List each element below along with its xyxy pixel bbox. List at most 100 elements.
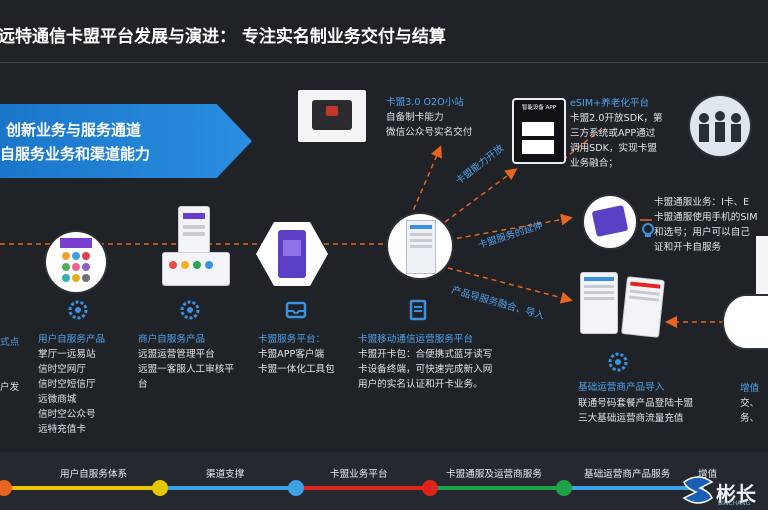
o2o-title: 卡盟3.0 O2O小站 [386, 97, 464, 108]
link-service-item: 卡盟通服业务：I卡、E [654, 197, 750, 208]
service-platform-item: 卡盟一体化工具包 [258, 364, 335, 375]
merchant-service-item: 远盟一客服人工审核平 [138, 364, 234, 375]
basic-ops-screens [580, 272, 666, 338]
timeline-label: 基础运营商产品服务 [584, 469, 671, 480]
basic-ops-list: 联通号码套餐产品登陆卡盟 三大基础运营商流量充值 [578, 396, 693, 426]
service-platform-list: 卡盟APP客户端 卡盟一体化工具包 [258, 347, 335, 377]
timeline-segment [564, 486, 704, 490]
esim-item: 业务融合； [570, 158, 618, 169]
user-service-item: 掌厅一远易站 [38, 349, 96, 360]
device-label: 智能设备 APP [521, 105, 557, 111]
phone-mockup [621, 276, 665, 338]
arrow-to-o2o [409, 145, 442, 219]
link-service-list: 卡盟通服业务：I卡、E 卡盟通服使用手机的SIM 和选号；用户可以自己 证和开卡… [654, 195, 758, 255]
timeline-segment [296, 486, 430, 490]
left-stub-label: 式点 [0, 337, 20, 348]
mobile-ops-list: 卡盟开卡包：合便携式蓝牙读写 卡设备终端，可快速完成新入网 用户的实名认证和开卡… [358, 347, 492, 392]
user-service-circle [46, 232, 106, 292]
timeline-segment [430, 486, 564, 490]
brand-logo-sub: BINCHANG [718, 500, 751, 507]
app-grid-icon [60, 238, 92, 282]
o2o-item: 自备制卡能力 [386, 112, 444, 123]
users-photo-circle [690, 96, 750, 156]
timeline-segment [0, 486, 160, 490]
lightbulb-icon [642, 223, 654, 237]
right-stub-circle [724, 296, 768, 348]
esim-item: 调用SDK，实现卡盟 [570, 143, 657, 154]
right-edge-image [756, 236, 768, 296]
user-service-item: 信时空网厅 [38, 364, 86, 375]
timeline-dot [0, 480, 12, 496]
gear-icon [608, 352, 628, 372]
line-device-esim [562, 129, 601, 161]
right-stub-title: 增值 [740, 383, 760, 394]
mobile-ops-item: 卡盟开卡包：合便携式蓝牙读写 [358, 349, 493, 360]
merchant-service-item: 台 [138, 379, 148, 390]
banner-line2: 自服务业务和渠道能力 [0, 145, 151, 163]
merchant-devices-image [160, 206, 230, 286]
arrow-to-basic-ops [447, 267, 573, 304]
timeline-dot [422, 480, 438, 496]
title-divider [0, 62, 768, 63]
esim-item: 三方系统或APP通过 [570, 128, 656, 139]
mobile-ops-circle [388, 214, 452, 278]
arrow-to-link-service [447, 213, 573, 241]
merchant-service-item: 远盟运营管理平台 [138, 349, 215, 360]
link-service-circle [584, 196, 636, 248]
banner-line1: 创新业务与服务通道 [6, 121, 142, 139]
link-service-item: 和选号；用户可以自己 [654, 227, 750, 238]
timeline-label: 卡盟业务平台 [330, 469, 388, 480]
service-platform-item: 卡盟APP客户端 [258, 349, 325, 360]
merchant-service-title: 商户自服务产品 [138, 334, 206, 345]
timeline-dot [152, 480, 168, 496]
arrow-to-device [444, 168, 518, 223]
user-service-item: 远特充值卡 [38, 424, 86, 435]
timeline-bar [0, 452, 768, 510]
people-icon [699, 111, 741, 142]
esim-item: 卡盟2.0开放SDK，第 [570, 113, 663, 124]
left-stub-text: 户发 [0, 382, 20, 393]
phone-mockup [406, 220, 436, 274]
link-service-item: 卡盟通服使用手机的SIM [654, 212, 758, 223]
basic-ops-item: 三大基础运营商流量充值 [578, 413, 684, 424]
timeline-label: 卡盟通服及运营商服务 [446, 469, 542, 480]
esim-list: 卡盟2.0开放SDK，第 三方系统或APP通过 调用SDK，实现卡盟 业务融合； [570, 111, 663, 171]
esim-title: eSIM+养老化平台 [570, 98, 650, 109]
gear-icon [68, 300, 88, 320]
gear-icon [180, 300, 200, 320]
brand-logo-icon [682, 476, 714, 504]
user-service-list: 掌厅一远易站 信时空网厅 信时空短信厅 远微商城 信时空公众号 远特充值卡 [38, 347, 96, 437]
mobile-ops-item: 用户的实名认证和开卡业务。 [358, 379, 483, 390]
user-service-title: 用户自服务产品 [38, 334, 106, 345]
phone-mockup [278, 230, 306, 278]
mobile-ops-title: 卡盟移动通信运营服务平台 [358, 334, 474, 345]
user-service-item: 信时空公众号 [38, 409, 96, 420]
phone-mockup [591, 204, 629, 238]
right-stub-list: 交、 务、 [740, 396, 759, 426]
document-icon [409, 299, 427, 321]
o2o-device-image [298, 90, 366, 142]
timeline-label: 增值 [698, 469, 718, 480]
user-service-item: 信时空短信厅 [38, 379, 96, 390]
user-service-item: 远微商城 [38, 394, 77, 405]
o2o-list: 自备制卡能力 微信公众号实名交付 [386, 110, 472, 140]
tablet-mockup [162, 252, 230, 286]
o2o-item: 微信公众号实名交付 [386, 127, 473, 138]
mobile-ops-item: 卡设备终端，可快速完成新入网 [358, 364, 493, 375]
timeline-dot [556, 480, 572, 496]
page-title: 远特通信卡盟平台发展与演进： 专注实名制业务交付与结算 [0, 27, 446, 47]
right-stub-item: 务、 [740, 413, 760, 424]
basic-ops-title: 基础运营商产品导入 [578, 382, 665, 393]
link-service-item: 证和开卡自服务 [654, 242, 722, 253]
service-platform-title: 卡盟服务平台： [258, 334, 326, 345]
timeline-label: 渠道支撑 [206, 469, 245, 480]
tray-icon [285, 301, 307, 319]
phone-mockup [178, 206, 210, 256]
basic-ops-item: 联通号码套餐产品登陆卡盟 [578, 398, 694, 409]
brand-logo-text: 彬长 [716, 482, 756, 506]
smart-device-image: 智能设备 APP [512, 98, 566, 164]
timeline-dot [288, 480, 304, 496]
right-stub-item: 交、 [740, 398, 760, 409]
merchant-service-list: 远盟运营管理平台 远盟一客服人工审核平 台 [138, 347, 234, 392]
